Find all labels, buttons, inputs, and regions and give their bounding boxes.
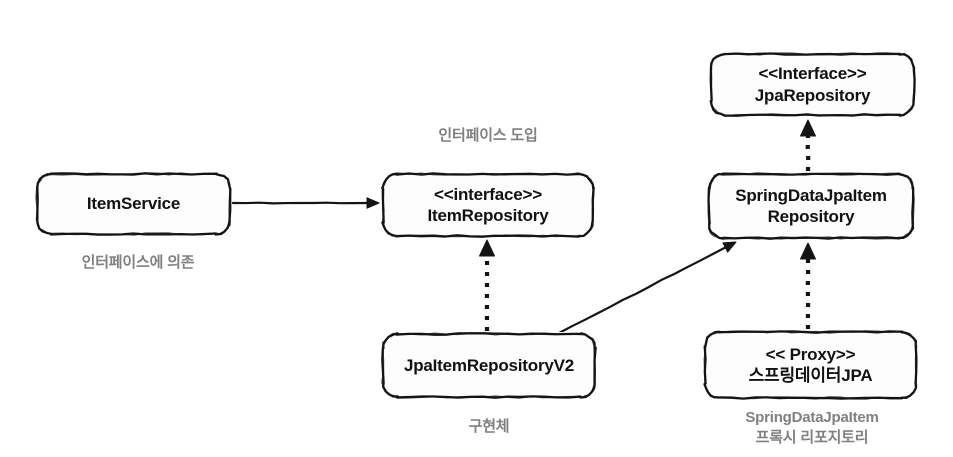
node-label-line2: ItemRepository xyxy=(427,206,549,225)
edge-arrowhead xyxy=(800,242,816,260)
edge-spring-data-jpa-item-repository-extends-jpa-repository xyxy=(800,119,816,172)
node-jpa-item-repository-v2[interactable]: JpaItemRepositoryV2 xyxy=(381,332,597,399)
node-label-line1: SpringDataJpaItem xyxy=(735,185,887,205)
node-label-spring-data-jpa-proxy: << Proxy>> 스프링데이터JPA xyxy=(743,344,879,386)
edge-jpa-item-repository-v2-implements-item-repository xyxy=(479,239,495,331)
edge-item-service-to-item-repository xyxy=(231,197,380,209)
node-label-jpa-repository: <<Interface>>JpaRepository xyxy=(749,63,877,105)
node-item-repository[interactable]: <<interface>> ItemRepository xyxy=(381,172,595,238)
node-spring-data-jpa-proxy[interactable]: << Proxy>> 스프링데이터JPA xyxy=(703,330,918,400)
node-label-line1: << Proxy>> xyxy=(765,344,856,364)
node-label-item-repository: <<interface>> ItemRepository xyxy=(422,184,555,226)
edge-line xyxy=(231,201,369,205)
caption-proxy-repository: SpringDataJpaItem 프록시 리포지토리 xyxy=(745,409,879,446)
node-label-jpa-item-repository-v2: JpaItemRepositoryV2 xyxy=(398,355,580,376)
edge-line xyxy=(557,246,727,335)
node-label-line2: Repository xyxy=(767,207,855,226)
edge-jpa-item-repository-v2-to-spring-data-jpa-item-repository xyxy=(557,241,737,335)
node-label-line2: JpaRepository xyxy=(754,85,871,105)
node-label-line2: 스프링데이터JPA xyxy=(748,366,873,385)
edge-arrowhead xyxy=(722,241,737,253)
edge-proxy-implements-spring-data-jpa-item-repository xyxy=(800,242,816,330)
caption-depends-on-interface: 인터페이스에 의존 xyxy=(81,254,195,271)
node-label-item-service: ItemService xyxy=(81,193,186,214)
node-jpa-repository[interactable]: <<Interface>>JpaRepository xyxy=(709,52,916,117)
edge-arrowhead xyxy=(479,239,495,257)
node-item-service[interactable]: ItemService xyxy=(35,172,232,236)
node-label-line1: JpaItemRepositoryV2 xyxy=(403,355,575,375)
node-label-line1: ItemService xyxy=(86,194,181,214)
caption-implementation: 구현체 xyxy=(468,418,510,435)
node-label-line1: <<Interface>> xyxy=(758,64,867,84)
caption-interface-introduction: 인터페이스 도입 xyxy=(438,127,538,144)
edge-arrowhead xyxy=(800,119,816,137)
node-label-line1: <<interface>> xyxy=(434,184,542,204)
edge-arrowhead xyxy=(366,197,380,209)
